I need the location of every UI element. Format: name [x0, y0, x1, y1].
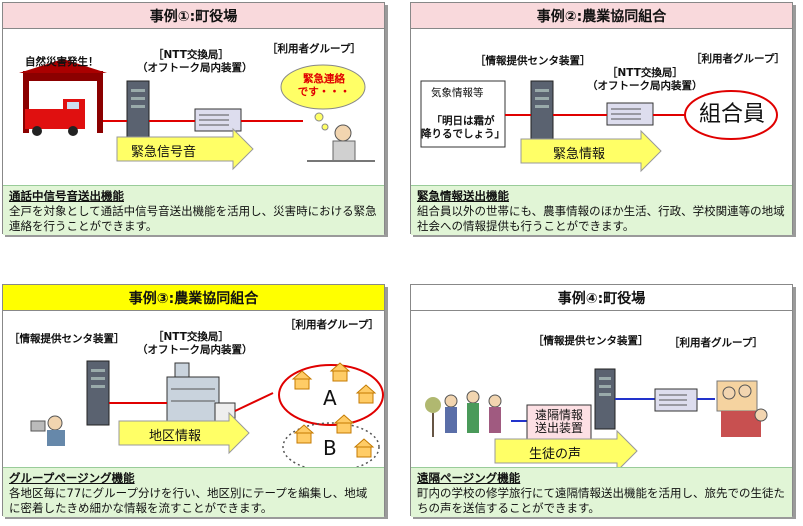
diagram: ［情報提供センタ装置］ ［利用者グループ］ 遠隔情報 送出装置 生徒の声: [411, 311, 792, 473]
description-body: 町内の学校の修学旅行にて遠隔情報送出機能を活用し、旅先での生徒たちの声を送信する…: [417, 486, 785, 515]
server-icon: [594, 368, 616, 430]
person-icon: [307, 124, 375, 162]
voice-arrow: [494, 429, 638, 473]
case-panel-3: 事例③:農業協同組合: [2, 284, 385, 517]
ntt-label: ［NTT交換局］: [153, 331, 229, 343]
district-arrow: [118, 411, 250, 455]
server-icon: [126, 80, 150, 146]
arrow-label: 地区情報: [149, 429, 202, 444]
info-arrow: [520, 129, 662, 173]
group-b-label: B: [323, 436, 337, 460]
exchange-device-icon: [194, 108, 242, 132]
students-icon: [425, 390, 502, 437]
speech-bubble: [280, 64, 366, 131]
center-label: ［情報提供センタ装置］: [9, 333, 125, 345]
ntt-sub-label: （オフトーク局内装置）: [137, 62, 253, 74]
ntt-label: ［NTT交換局］: [153, 49, 229, 61]
panel-title: 事例②:農業協同組合: [411, 3, 792, 29]
description-title: 通話中信号音送出機能: [9, 189, 124, 203]
operator-icon: [30, 415, 65, 446]
weather-box: [420, 80, 506, 148]
description-title: グループページング機能: [9, 471, 135, 485]
ntt-sub-label: （オフトーク局内装置）: [137, 344, 253, 356]
group-b-ellipse: [282, 422, 380, 472]
arrow-label: 緊急情報: [553, 147, 606, 162]
center-label: ［情報提供センタ装置］: [475, 55, 591, 67]
description-box: 遠隔ページング機能 町内の学校の修学旅行にて遠隔情報送出機能を活用し、旅先での生…: [411, 467, 792, 517]
diagram-graphics: [420, 80, 778, 173]
description-body: 組合員以外の世帯にも、農事情報のほか生活、行政、学校関連等の地域社会への情報提供…: [417, 204, 785, 233]
server-icon: [530, 80, 554, 146]
users-label: ［利用者グループ］: [285, 319, 379, 331]
arrow-label: 生徒の声: [529, 447, 582, 462]
center-label: ［情報提供センタ装置］: [533, 335, 649, 347]
users-label: ［利用者グループ］: [267, 43, 361, 55]
group-a-ellipse: [278, 364, 384, 426]
server-icon: [86, 360, 110, 426]
description-box: グループページング機能 各地区毎に77にグループ分けを行い、地区別にテープを編集…: [3, 467, 384, 517]
fire-truck-icon: [25, 99, 85, 136]
users-label: ［利用者グループ］: [669, 337, 763, 349]
diagram: ［情報提供センタ装置］ ［NTT交換局］ （オフトーク局内装置） ［利用者グルー…: [411, 29, 792, 185]
family-icon: [716, 380, 768, 437]
members-ellipse: [684, 90, 778, 140]
arrow-label: 緊急信号音: [131, 145, 197, 160]
remote-device-label: 遠隔情報 送出装置: [534, 408, 583, 435]
disaster-label: 自然災害発生！: [25, 56, 99, 68]
description-body: 全戸を対象として通話中信号音送出機能を活用し、災害時における緊急連絡を行うことが…: [9, 204, 377, 233]
weather-label: 気象情報等: [431, 87, 484, 99]
case-panel-1: 事例①:町役場: [2, 2, 385, 235]
diagram: 自然災害発生！ ［NTT交換局］ （オフトーク局内装置） ［利用者グループ］ 緊…: [3, 29, 384, 185]
description-title: 緊急情報送出機能: [417, 189, 509, 203]
diagram-graphics: [19, 59, 375, 171]
members-label: 組合員: [699, 102, 766, 127]
panel-title: 事例①:町役場: [3, 3, 384, 29]
description-title: 遠隔ページング機能: [417, 471, 521, 485]
case-panel-2: 事例②:農業協同組合 ［情報提供センタ装置］ ［NTT交換局］ （: [410, 2, 793, 235]
diagram-graphics: [425, 368, 768, 473]
ntt-label: ［NTT交換局］: [607, 67, 683, 79]
diagram-graphics: [30, 360, 384, 472]
case-panel-4: 事例④:町役場: [410, 284, 793, 517]
group-a-label: A: [323, 386, 337, 410]
description-box: 緊急情報送出機能 組合員以外の世帯にも、農事情報のほか生活、行政、学校関連等の地…: [411, 185, 792, 235]
panel-title: 事例③:農業協同組合: [3, 285, 384, 311]
diagram: ［情報提供センタ装置］ ［NTT交換局］ （オフトーク局内装置） ［利用者グルー…: [3, 311, 384, 472]
house-icons: [291, 362, 377, 458]
signal-arrow: [116, 127, 254, 171]
description-box: 通話中信号音送出機能 全戸を対象として通話中信号音送出機能を活用し、災害時におけ…: [3, 185, 384, 235]
description-body: 各地区毎に77にグループ分けを行い、地区別にテープを編集し、地域に密着したきめ細…: [9, 486, 368, 515]
exchange-building-icon: [166, 362, 220, 422]
forecast-quote: 「明日は霜が 降りるでしょう」: [421, 115, 505, 140]
ntt-sub-label: （オフトーク局内装置）: [587, 80, 703, 92]
exchange-device-icon: [654, 388, 698, 412]
bubble-text: 緊急連絡 です・・・: [297, 73, 351, 98]
users-label: ［利用者グループ］: [691, 53, 785, 65]
panel-title: 事例④:町役場: [411, 285, 792, 311]
exchange-device-icon: [606, 102, 654, 126]
